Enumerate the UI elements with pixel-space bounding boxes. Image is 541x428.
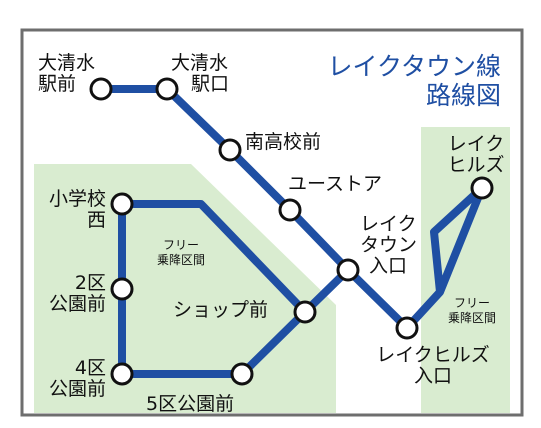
station-marker[interactable] (395, 316, 419, 340)
station-marker[interactable] (110, 362, 134, 386)
station-label-ku5-kouenmae[interactable]: 5区公園前 (146, 393, 235, 415)
station-marker[interactable] (110, 277, 134, 301)
station-marker[interactable] (336, 258, 360, 282)
station-label-oshimizu-ekimae[interactable]: 大清水 駅前 (38, 52, 96, 95)
station-marker[interactable] (218, 138, 242, 162)
station-label-ku2-kouenmae[interactable]: 2区 公園前 (48, 272, 106, 315)
station-label-minami-koukoumae[interactable]: 南高校前 (245, 131, 322, 153)
free-zone-label-left: フリー 乗降区間 (156, 238, 205, 267)
title-line1: レイクタウン線 (327, 52, 501, 81)
station-label-shogakko-nishi[interactable]: 小学校 西 (48, 188, 106, 231)
station-label-lake-hills[interactable]: レイク ヒルズ (447, 133, 505, 176)
station-label-ku4-kouenmae[interactable]: 4区 公園前 (48, 357, 106, 400)
free-zone-label-right: フリー 乗降区間 (447, 296, 496, 325)
station-label-lake-hills-iriguchi[interactable]: レイクヒルズ 入口 (376, 344, 490, 387)
station-markers (89, 77, 494, 386)
station-label-lake-town-iriguchi[interactable]: レイク タウン 入口 (360, 213, 418, 277)
station-label-shop-mae[interactable]: ショップ前 (173, 299, 269, 321)
station-marker[interactable] (278, 198, 302, 222)
station-marker[interactable] (230, 362, 254, 386)
free-zone-right (421, 127, 510, 413)
station-label-oshimizu-ekiguchi[interactable]: 大清水 駅口 (171, 52, 230, 95)
station-label-yuu-store[interactable]: ユーストア (288, 173, 383, 195)
title-line2: 路線図 (425, 81, 501, 110)
station-marker[interactable] (293, 300, 317, 324)
map-title: レイクタウン線 路線図 (327, 52, 501, 110)
station-marker[interactable] (470, 176, 494, 200)
station-marker[interactable] (155, 77, 179, 101)
station-marker[interactable] (89, 77, 113, 101)
station-marker[interactable] (110, 192, 134, 216)
